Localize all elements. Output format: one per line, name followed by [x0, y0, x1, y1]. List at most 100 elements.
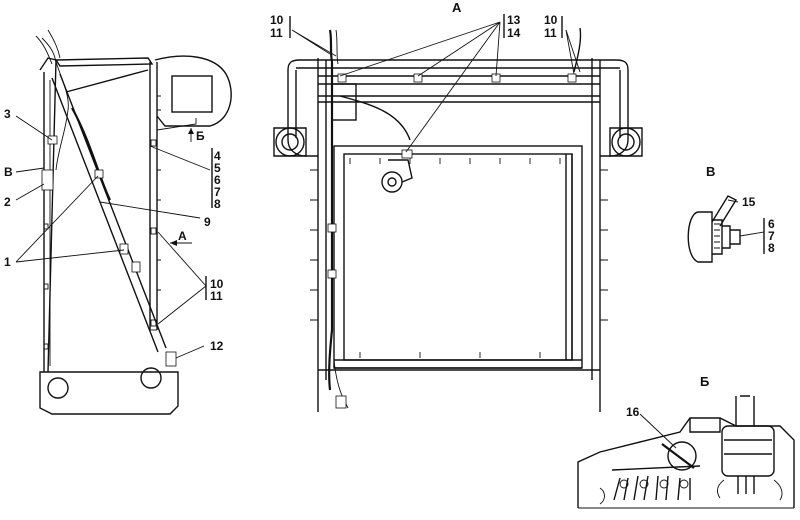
- clamp-left-1: [47, 135, 58, 145]
- left-post-outer: [39, 57, 57, 373]
- leader-3: [15, 115, 53, 141]
- base-hole-left: [47, 377, 69, 399]
- post-feet: [317, 380, 601, 412]
- callout-12: 12: [210, 339, 224, 353]
- housing-pipe: [156, 118, 197, 131]
- panel-top-studs: [349, 158, 561, 164]
- housing-box: [171, 75, 213, 113]
- callout-a-10-right: 10: [544, 13, 558, 27]
- frame-hole: [150, 227, 157, 235]
- b-side-cables: [716, 479, 783, 501]
- housing-outline: [154, 55, 232, 127]
- top-crossbar: [318, 75, 600, 85]
- callout-3: 3: [4, 107, 11, 121]
- post-hole: [43, 343, 49, 350]
- callout-v-6: 6: [768, 217, 775, 231]
- leader-4-8: [149, 145, 211, 171]
- callout-8: 8: [214, 197, 221, 211]
- callout-a-14: 14: [507, 26, 521, 40]
- panel-bottom-studs: [359, 352, 541, 358]
- callout-11: 11: [210, 289, 223, 303]
- callout-7: 7: [214, 185, 221, 199]
- view-b-title: Б: [700, 374, 709, 389]
- connector-12: [165, 351, 177, 367]
- b-outline: [577, 417, 795, 508]
- boss-left: [275, 127, 305, 157]
- top-rail: [54, 57, 154, 67]
- b-top-tab: [689, 418, 721, 433]
- post-hole: [43, 283, 49, 290]
- callout-a-10-left: 10: [270, 13, 284, 27]
- v-nut-2: [722, 225, 731, 249]
- boss-right-inner: [617, 133, 635, 151]
- cable-right-top: [573, 27, 582, 73]
- clamp-left-low: [327, 269, 337, 279]
- arrow-a-head: [170, 240, 177, 246]
- callout-16: 16: [626, 405, 640, 419]
- v-body: [687, 211, 713, 263]
- frame-hole: [150, 319, 157, 327]
- leader-12: [175, 345, 205, 359]
- clamp-top-4: [567, 73, 577, 83]
- arrow-b-head: [188, 128, 194, 134]
- clamp-left-mid: [327, 223, 337, 233]
- callout-9: 9: [204, 215, 211, 229]
- view-a: А: [270, 0, 643, 412]
- view-v-title: В: [706, 164, 715, 179]
- panel-bottom: [334, 359, 582, 369]
- frame-ticks: [157, 95, 161, 291]
- leader-9: [99, 201, 201, 219]
- post-right: [591, 58, 601, 380]
- center-roller-hub: [387, 177, 397, 187]
- panel-frame: [333, 145, 583, 369]
- junction-box: [331, 83, 357, 121]
- view-v: В 15 6 7 8: [687, 164, 775, 263]
- b-knob-handle: [661, 443, 695, 469]
- diagonal-brace: [65, 69, 149, 93]
- callout-a-arrow: А: [178, 229, 187, 243]
- leader-a-10-11-right: [565, 29, 581, 75]
- callout-a-11-left: 11: [270, 26, 283, 40]
- b-knob: [667, 441, 697, 471]
- b-terminal-row: [599, 465, 701, 505]
- b-connector-legs: [737, 476, 755, 494]
- callout-b-arrow: Б: [196, 129, 205, 143]
- cable-left-vertical: [328, 29, 334, 391]
- b-connector-stem: [735, 395, 755, 426]
- diagonal-tube-a: [51, 77, 159, 353]
- left-side-view: 3 В 2 1 9 12 А Б 4 5 6 7 8 10 11: [4, 29, 232, 415]
- boss-right: [611, 127, 641, 157]
- callout-a-11-right: 11: [544, 26, 557, 40]
- panel-right-strip: [565, 154, 573, 360]
- leader-15: [727, 199, 739, 203]
- connector-bottom: [335, 395, 347, 409]
- callout-6: 6: [214, 173, 221, 187]
- callout-v-8: 8: [768, 241, 775, 255]
- cable-to-center: [339, 95, 411, 141]
- cage-left: [287, 70, 318, 157]
- leader-1: [15, 175, 125, 263]
- clamp-top-1: [337, 73, 347, 83]
- cable-ends-top: [35, 29, 61, 65]
- cable-run-1: [71, 107, 111, 201]
- leader-16: [639, 413, 677, 449]
- post-left: [317, 58, 327, 380]
- v-thread: [730, 229, 741, 245]
- base-hole-right: [140, 367, 162, 389]
- v-toggle: [711, 195, 737, 227]
- leader-2: [15, 183, 45, 201]
- cable-left-top: [335, 29, 339, 65]
- b-connector-body: [721, 425, 775, 477]
- callout-v-7: 7: [768, 229, 775, 243]
- base-plate: [39, 371, 179, 415]
- view-b: Б 16: [577, 374, 795, 509]
- callout-1: 1: [4, 255, 11, 269]
- clamp-top-2: [413, 73, 423, 83]
- leader-v: [15, 167, 45, 173]
- cable-down: [55, 61, 69, 171]
- b-connector-ribs: [724, 439, 772, 455]
- leader-a-13-14: [339, 21, 501, 153]
- clamp-diag-2: [119, 243, 129, 255]
